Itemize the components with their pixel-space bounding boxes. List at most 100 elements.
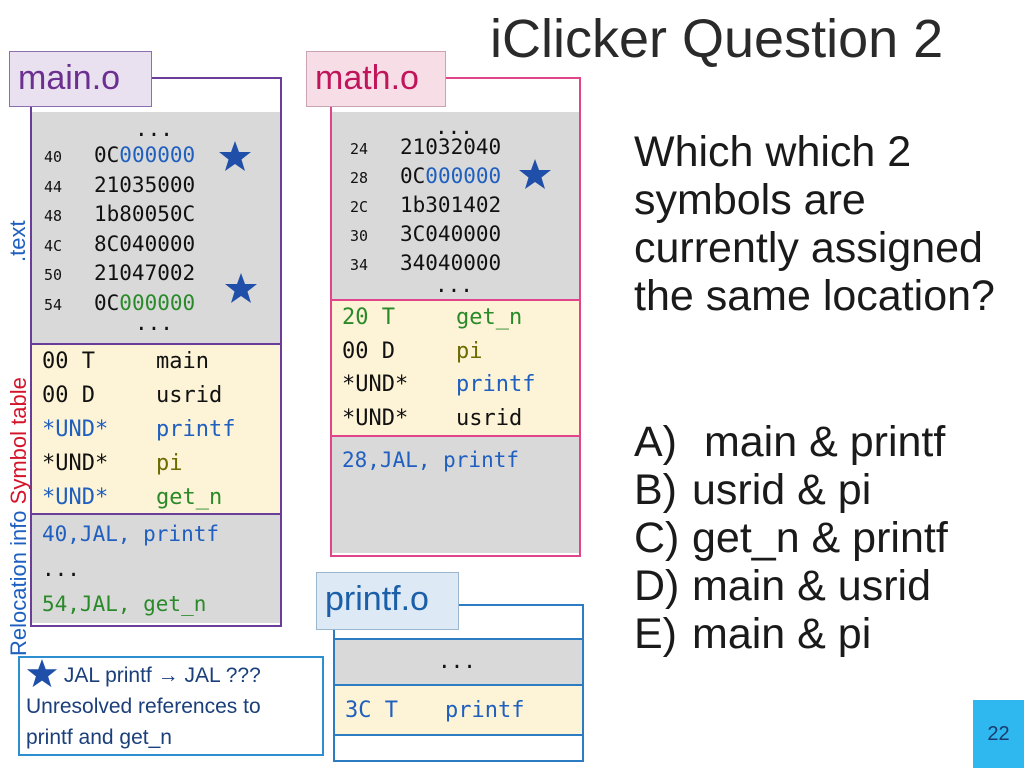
printf-text-section: ...: [335, 640, 582, 684]
answer-option: D)main & usrid: [634, 562, 931, 610]
answer-option: B) usrid & pi: [634, 466, 871, 514]
row-instruction: 1b301402: [400, 193, 502, 217]
main-symbol-row: *UND* get_n: [42, 481, 235, 515]
math-symbol-row: *UND* printf: [342, 368, 535, 402]
main-symbol-row: *UND* pi: [42, 447, 235, 481]
option-letter: D): [634, 562, 680, 610]
row-address: 54: [44, 295, 63, 314]
main-ellipsis-bottom: ...: [135, 311, 173, 335]
row-instruction: 21047002: [94, 261, 196, 285]
reloc-info-label: Relocation info: [6, 510, 31, 656]
math-ellipsis-top: ...: [435, 115, 473, 139]
row-instruction: 0C: [94, 143, 120, 167]
symbol-name: pi: [456, 338, 483, 364]
symbol-value: 00 T: [42, 349, 95, 374]
row-instruction: 3C040000: [400, 222, 502, 246]
math-divider-2: [332, 435, 579, 437]
option-text: main & printf: [692, 418, 946, 466]
note-jal-unknown: JAL ???: [184, 664, 261, 687]
row-address: 48: [44, 207, 63, 225]
math-ellipsis-bottom: ...: [435, 273, 473, 297]
printf-divider-3: [335, 734, 582, 736]
main-divider-1: [32, 343, 280, 345]
answer-option: A) main & printf: [634, 418, 945, 466]
main-reloc-row: ...: [42, 557, 80, 581]
tab-printf-o: printf.o: [316, 572, 459, 630]
arrow-right-icon: →: [157, 664, 179, 687]
row-instruction: 21032040: [400, 135, 502, 159]
tab-main-o: main.o: [9, 51, 152, 107]
row-instruction: 0C: [400, 164, 426, 188]
row-instruction: 0C: [94, 290, 120, 315]
symbol-table-label: Symbol table: [6, 377, 31, 505]
note-line-2: Unresolved references to: [26, 695, 261, 718]
page-number: 22: [973, 700, 1024, 768]
row-instruction-target: 000000: [119, 143, 196, 167]
answer-option: E) main & pi: [634, 610, 871, 658]
printf-ellipsis: ...: [438, 649, 476, 673]
printf-symbol-value: 3C T: [345, 698, 398, 723]
note-line-3: printf and get_n: [26, 726, 172, 749]
main-symbol-row: 00 T main: [42, 345, 235, 379]
symbol-value: 00 D: [342, 338, 395, 364]
printf-divider-2: [335, 684, 582, 686]
main-reloc-row: 54,JAL, get_n: [42, 592, 207, 616]
row-address: 50: [44, 266, 63, 284]
symbol-name: get_n: [156, 485, 223, 510]
symbol-value: *UND*: [342, 372, 409, 397]
row-address: 28: [350, 169, 369, 187]
math-reloc-row: 28,JAL, printf: [342, 448, 520, 472]
main-reloc-rows: 40,JAL, printf... 54,JAL, get_n: [42, 517, 219, 622]
symbol-value: *UND*: [342, 405, 409, 431]
printf-symbol-table: 3C T printf: [335, 686, 582, 734]
main-text-row: 40 0C000000: [44, 142, 195, 172]
vertical-labels: Relocation info Symbol table: [6, 377, 32, 656]
symbol-name: main: [156, 349, 209, 374]
option-text: usrid & pi: [692, 466, 872, 514]
symbol-name: usrid: [156, 383, 223, 408]
main-reloc-row: 40,JAL, printf: [42, 522, 220, 546]
symbol-value: *UND*: [42, 485, 109, 510]
star-icon: [219, 141, 251, 171]
tab-math-o: math.o: [306, 51, 446, 107]
symbol-name: printf: [456, 372, 536, 397]
row-instruction: 34040000: [400, 251, 502, 275]
symbol-value: *UND*: [42, 451, 109, 476]
note-box: JAL printf → JAL ??? Unresolved referenc…: [18, 656, 324, 756]
symbol-name: pi: [156, 451, 183, 476]
text-section-label: .text: [5, 220, 30, 262]
star-icon: [225, 273, 257, 303]
star-icon: [26, 658, 58, 688]
math-symbol-row: *UND*usrid: [342, 402, 535, 436]
row-address: 4C: [44, 236, 63, 255]
printf-symbol-name: printf: [445, 698, 525, 723]
row-address: 24: [350, 140, 369, 158]
symbol-value: *UND*: [42, 417, 109, 442]
main-divider-2: [32, 513, 280, 515]
row-address: 40: [44, 148, 63, 166]
option-letter: E): [634, 610, 677, 658]
option-text: main & usrid: [692, 562, 931, 610]
option-text: main & pi: [692, 610, 872, 658]
answer-option: C)get_n & printf: [634, 514, 948, 562]
row-instruction-target: 000000: [119, 290, 196, 315]
main-symbol-row: 00 D usrid: [42, 379, 235, 413]
main-symbol-row: *UND*printf: [42, 413, 235, 447]
symbol-value: 00 D: [42, 383, 95, 408]
option-letter: B): [634, 466, 677, 514]
printf-divider-1: [335, 638, 582, 640]
